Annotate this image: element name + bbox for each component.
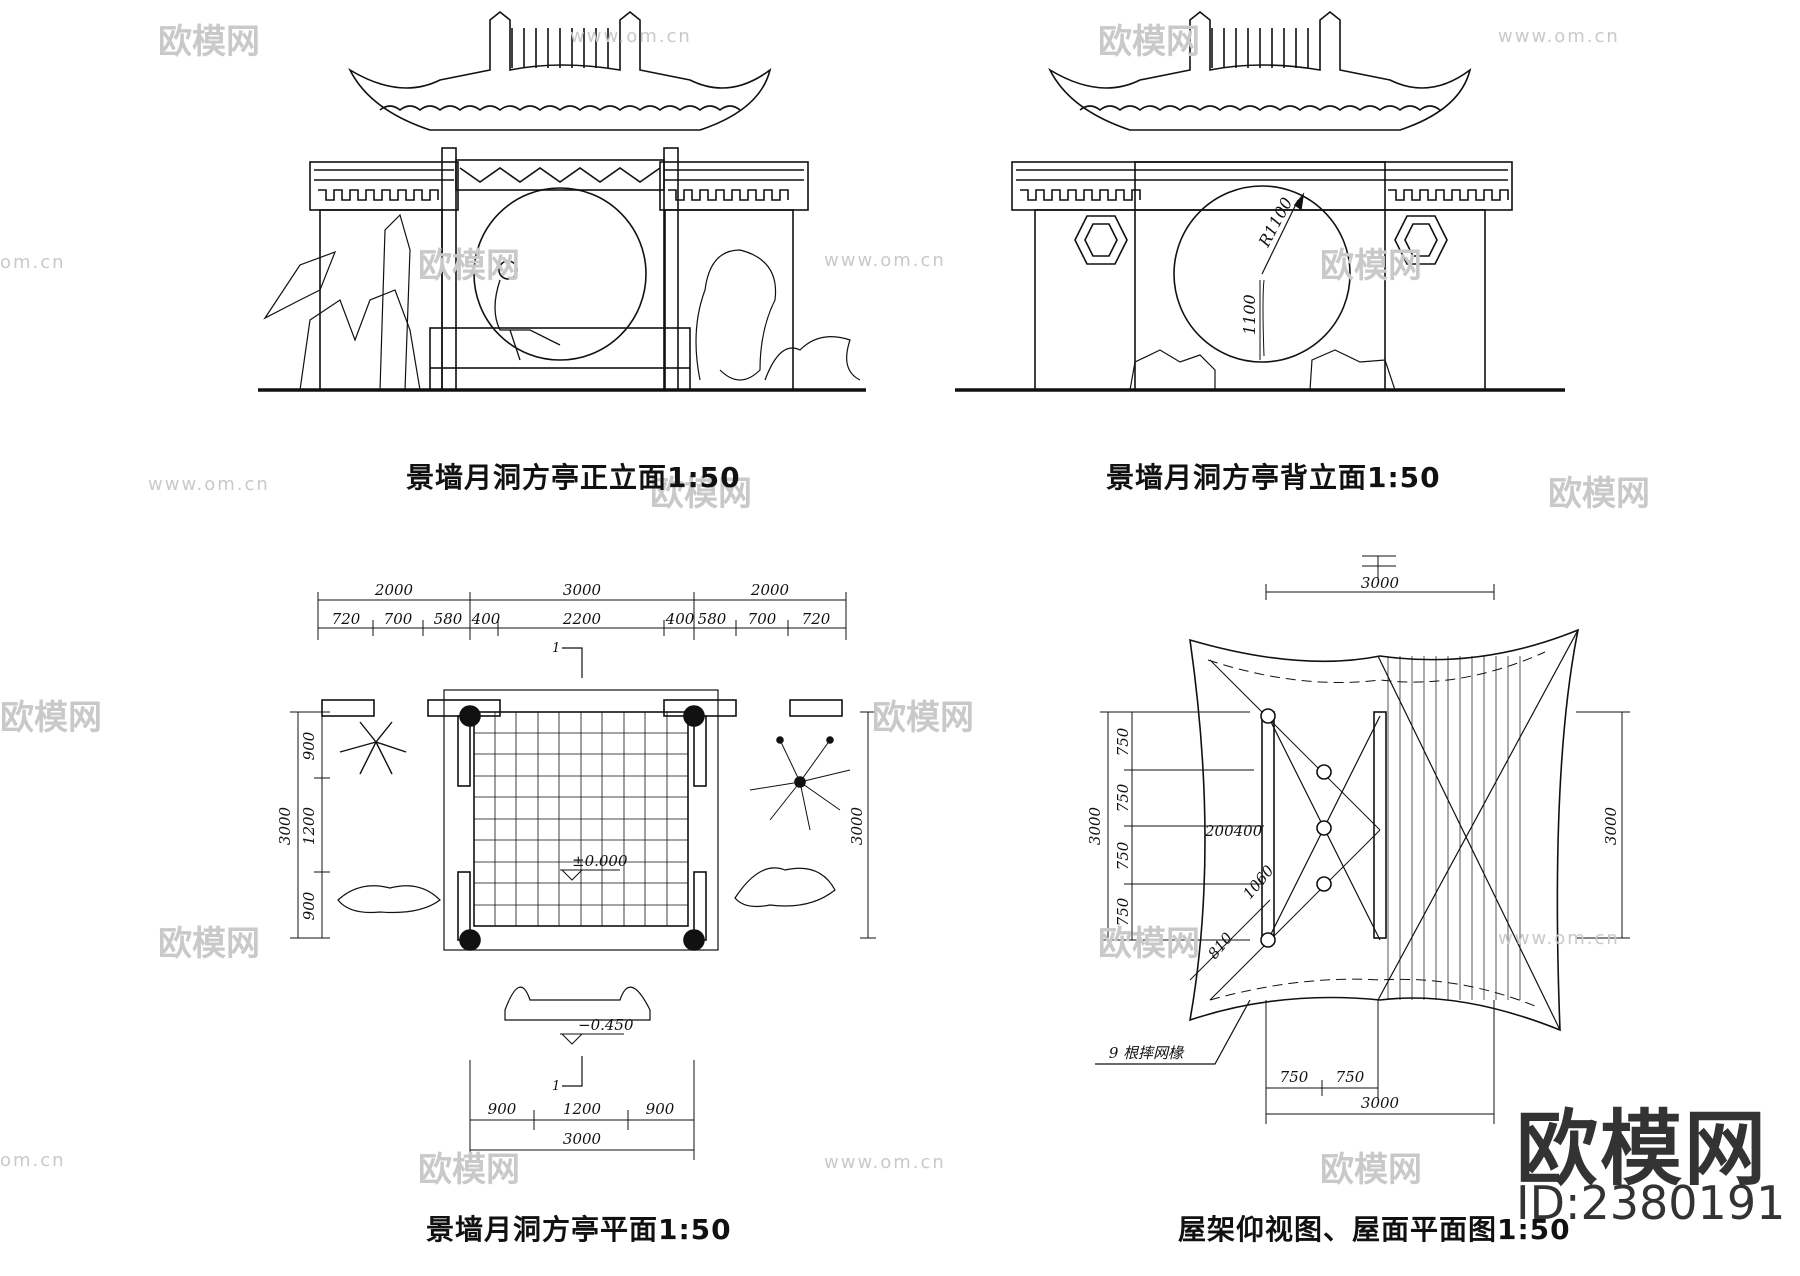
plan-dim-top-total: 2000 [750,581,790,599]
watermark-brand: 欧模网 [1320,246,1422,286]
plan-dim-top-detail: 580 [698,610,727,628]
back-height-label: 1100 [1240,294,1259,335]
back-radius-label: R1100 [1254,194,1296,250]
roof-plan-drawing: 200400 1060 810 [1095,555,1630,1124]
watermark-brand: 欧模网 [1320,1150,1422,1190]
watermark-brand: 欧模网 [872,698,974,738]
watermark-brand: 欧模网 [1098,924,1200,964]
plan-dim-left-total: 3000 [276,806,294,845]
roof-dim-bottom-total: 3000 [1361,1094,1400,1112]
watermark-brand: 欧模网 [1098,22,1200,62]
watermark-url: www.om.cn [1498,928,1620,949]
roof-note: 9 根摔网椽 [1109,1044,1185,1062]
watermark-url: www.om.cn [824,250,946,271]
roof-rafter-spacing: 200400 [1204,822,1263,840]
title-back-elevation: 景墙月洞方亭背立面1:50 [1106,461,1441,494]
roof-dim-bottom: 750 [1336,1068,1365,1086]
plan-dim-bottom: 1200 [563,1100,602,1118]
plan-dim-top-detail: 2200 [562,610,602,628]
title-front-elevation: 景墙月洞方亭正立面1:50 [406,461,741,494]
roof-dim-bottom: 750 [1280,1068,1309,1086]
plan-dim-left: 900 [300,731,318,760]
title-plan: 景墙月洞方亭平面1:50 [426,1213,732,1246]
plan-section-mark-bottom: 1 [552,1079,560,1094]
roof-dim-left-total: 3000 [1086,806,1104,845]
roof-dim-right-total: 3000 [1602,806,1620,845]
watermark-brand: 欧模网 [418,246,520,286]
plan-dim-right-total: 3000 [848,806,866,845]
roof-dim-left: 750 [1114,727,1132,756]
watermark-brand: 欧模网 [158,924,260,964]
watermark-brand: 欧模网 [418,1150,520,1190]
plan-level-step: −0.450 [578,1016,634,1034]
watermark-url: om.cn [0,1150,66,1171]
plan-drawing: ±0.000 −0.450 1 1 [290,592,876,1160]
brand-id: ID:2380191 [1516,1176,1786,1230]
plan-dim-top-detail: 720 [332,610,361,628]
plan-dim-bottom-total: 3000 [563,1130,602,1148]
roof-dim-left: 750 [1114,897,1132,926]
plan-section-mark-top: 1 [552,641,560,656]
front-elevation-drawing [258,10,866,392]
watermark-url: www.om.cn [1498,26,1620,47]
plan-dim-top-detail: 400 [471,610,501,628]
plan-level-floor: ±0.000 [572,852,628,870]
plan-dim-left: 900 [300,891,318,920]
watermark-url: www.om.cn [570,26,692,47]
back-elevation-drawing: R1100 1100 [955,10,1565,392]
plan-dim-left: 1200 [300,806,318,845]
watermark-url: www.om.cn [148,474,270,495]
plan-dim-top-detail: 400 [665,610,695,628]
plan-dim-top-detail: 700 [748,610,777,628]
watermark-brand: 欧模网 [0,698,102,738]
watermark-brand: 欧模网 [1548,474,1650,514]
brand-logo: 欧模网 [1516,1102,1769,1197]
watermark-url: om.cn [0,252,66,273]
watermark-brand: 欧模网 [158,22,260,62]
plan-dim-top-detail: 580 [434,610,463,628]
roof-dim-left: 750 [1114,841,1132,870]
plan-dim-bottom: 900 [488,1100,517,1118]
plan-dim-top-detail: 700 [384,610,413,628]
plan-dim-top-total: 3000 [563,581,602,599]
roof-dim-top: 3000 [1361,574,1400,592]
roof-corner: 810 [1204,929,1236,963]
roof-dim-left: 750 [1114,783,1132,812]
plan-dim-top-detail: 720 [802,610,831,628]
plan-dim-top-total: 2000 [374,581,414,599]
plan-dim-bottom: 900 [646,1100,675,1118]
title-roof-plan: 屋架仰视图、屋面平面图1:50 [1178,1213,1571,1246]
roof-diagonal: 1060 [1239,861,1278,902]
watermark-url: www.om.cn [824,1152,946,1173]
watermark-brand: 欧模网 [650,474,752,514]
